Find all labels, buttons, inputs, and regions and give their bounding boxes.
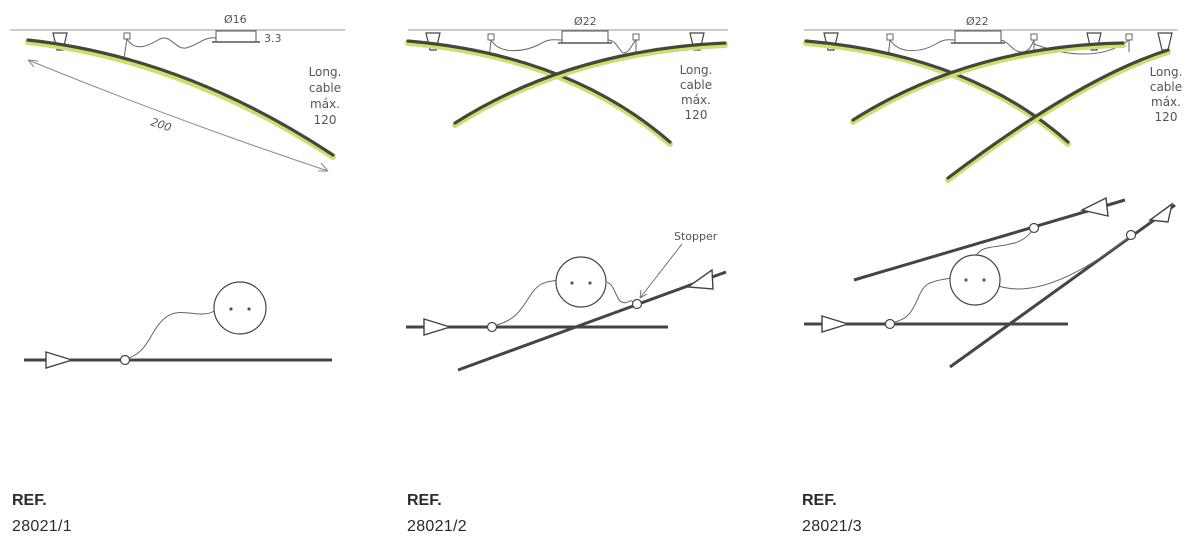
light-rod: [851, 41, 1125, 122]
ref-number: 28021/2: [407, 518, 467, 535]
stopper-arrow: [639, 289, 648, 299]
led-strip: [803, 40, 1071, 147]
length-label: 200: [149, 115, 173, 134]
stopper-label: Stopper: [674, 230, 718, 243]
diameter-label: Ø16: [224, 13, 247, 26]
rod-end-cone-icon: [423, 318, 453, 336]
top-view-rod: [853, 198, 1126, 282]
canopy-depth-label: 3.3: [264, 32, 282, 45]
cable-attach-point: [884, 318, 896, 330]
ref-label: REF.: [802, 492, 837, 509]
led-strip: [25, 39, 336, 160]
diagram-28021-2: Ø22 Long. cable máx. 120: [405, 15, 728, 372]
canopy-top-view: [213, 281, 267, 335]
power-cable: [607, 38, 637, 54]
canopy-screw: [964, 278, 968, 282]
cable-note-line-1: Long.: [1150, 65, 1183, 79]
cable-note-line-4: 120: [685, 108, 708, 122]
cable-clamp: [632, 33, 640, 41]
cable-note-line-2: cable: [680, 78, 712, 92]
led-strip: [850, 42, 1126, 125]
canopy-screw: [229, 307, 233, 311]
cable-note-line-2: cable: [309, 81, 341, 95]
canopy-top-view: [555, 256, 607, 308]
top-view-cable: [893, 277, 951, 323]
cable-attach-point: [1028, 222, 1040, 234]
stopper-leader-line: [639, 243, 683, 299]
diagram-28021-3: Ø22 Long. cable máx. 120: [803, 15, 1183, 369]
top-view-cable: [975, 230, 1033, 257]
cable-clamp: [487, 33, 495, 41]
rod-end-cone-icon: [1148, 202, 1174, 223]
canopy-base: [954, 30, 1002, 44]
cable-note-line-3: máx.: [1151, 95, 1181, 109]
arrow-head-start: [27, 59, 39, 68]
canopy-base: [561, 30, 609, 44]
cable-attach-point: [1125, 229, 1137, 241]
canopy-screw: [982, 278, 986, 282]
led-strip: [452, 42, 728, 128]
cable-note: Long. cable máx. 120: [309, 65, 342, 127]
ref-number: 28021/1: [12, 518, 72, 535]
ref-label: REF.: [407, 492, 442, 509]
cable-clamp: [1030, 33, 1038, 41]
power-cable: [1000, 39, 1035, 53]
panel-28021-1: Ø16 3.3 200 Long. cable máx. 120 REF.: [0, 0, 400, 545]
panel-28021-2: Ø22 Long. cable máx. 120: [400, 0, 800, 545]
canopy-screw: [570, 281, 574, 285]
diameter-label: Ø22: [574, 15, 597, 28]
canopy-base: [215, 30, 257, 43]
canopy-screw: [588, 281, 592, 285]
cable-note-line-2: cable: [1150, 80, 1182, 94]
cable-note-line-3: máx.: [310, 97, 340, 111]
ceiling-fixture-icon: [1157, 32, 1173, 51]
cable-clamp: [1125, 33, 1133, 41]
diameter-label: Ø22: [966, 15, 989, 28]
cable-clamp: [886, 33, 894, 41]
panel-28021-3: Ø22 Long. cable máx. 120: [800, 0, 1200, 545]
top-view-cable: [128, 310, 215, 359]
light-rod: [26, 38, 335, 157]
ref-number: 28021/3: [802, 518, 862, 535]
top-view-rod: [457, 270, 727, 372]
cable-attach-point: [486, 321, 498, 333]
cable-note-line-4: 120: [1155, 110, 1178, 124]
cable-note-line-1: Long.: [680, 63, 713, 77]
canopy-top-view: [949, 254, 1001, 306]
rod-end-cone-icon: [686, 268, 714, 290]
power-cable: [123, 37, 217, 59]
cable-note-line-1: Long.: [309, 65, 342, 79]
led-strip: [945, 49, 1171, 183]
top-view-cable: [992, 237, 1129, 290]
power-cable: [1033, 38, 1130, 55]
light-rod: [946, 48, 1170, 180]
cable-clamp: [123, 32, 131, 40]
cable-attach-point: [119, 354, 131, 366]
canopy-screw: [247, 307, 251, 311]
ref-label: REF.: [12, 492, 47, 509]
cable-note-line-4: 120: [314, 113, 337, 127]
light-rod: [453, 41, 727, 125]
cable-note-line-3: máx.: [681, 93, 711, 107]
top-view-cable: [606, 281, 634, 304]
rod-end-cone-icon: [821, 315, 851, 333]
length-dimension-line: [27, 59, 329, 172]
stopper-point: [631, 298, 643, 310]
rod-end-cone-icon: [45, 351, 75, 369]
rod-end-cone-icon: [1079, 196, 1109, 217]
top-view-cable: [495, 279, 558, 326]
top-view-rod: [949, 203, 1176, 369]
arrow-head-end: [318, 162, 329, 172]
diagram-28021-1: Ø16 3.3 200 Long. cable máx. 120: [10, 13, 345, 369]
